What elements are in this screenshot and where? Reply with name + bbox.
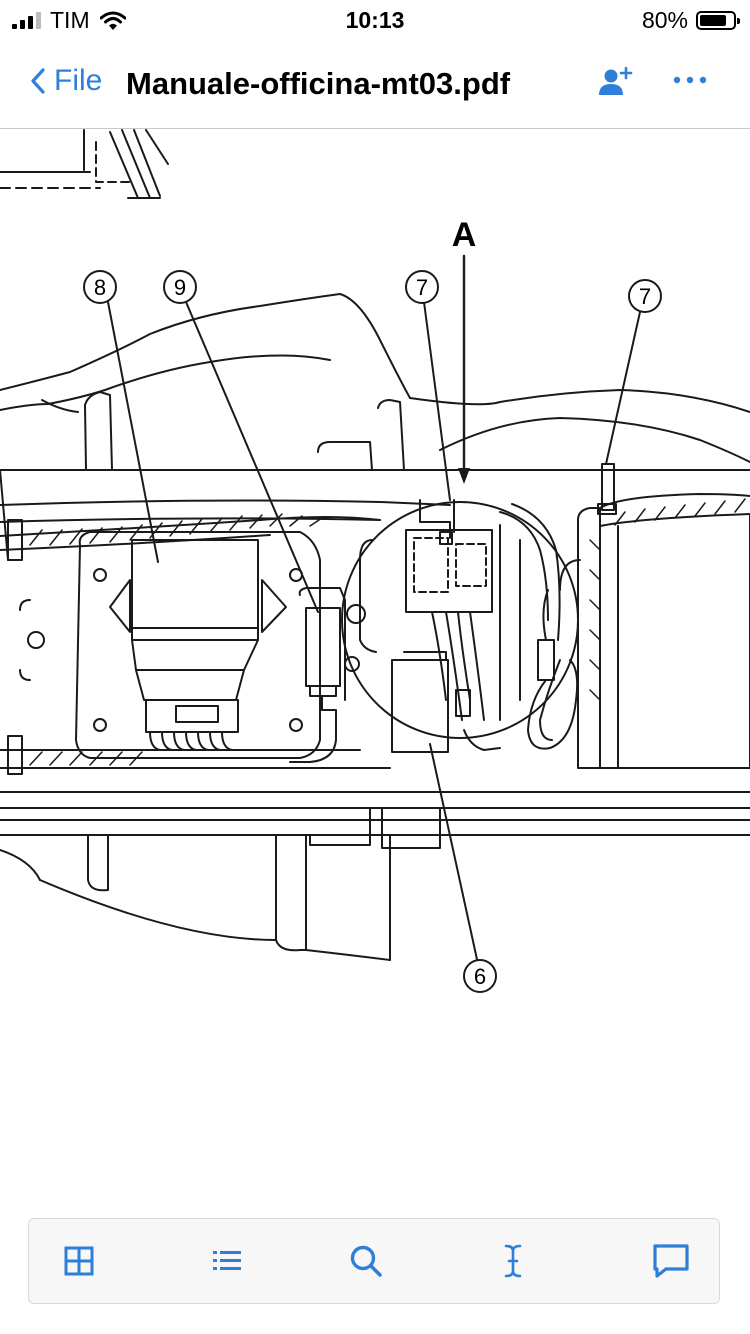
document-title: Manuale-officina-mt03.pdf bbox=[126, 66, 511, 101]
battery-fill bbox=[700, 15, 726, 26]
callout-label: 7 bbox=[639, 284, 651, 309]
battery-icon bbox=[696, 11, 740, 30]
callout-label: 9 bbox=[174, 275, 186, 300]
search-icon bbox=[350, 1245, 382, 1277]
list-button[interactable] bbox=[205, 1239, 249, 1283]
callout-label: 6 bbox=[474, 964, 486, 989]
wifi-icon bbox=[99, 11, 126, 30]
callout-label: 8 bbox=[94, 275, 106, 300]
status-bar: TIM 10:13 80% bbox=[0, 0, 750, 42]
chevron-left-icon bbox=[31, 68, 45, 94]
ellipsis-icon bbox=[673, 76, 707, 84]
comment-icon bbox=[653, 1244, 689, 1278]
add-person-button[interactable] bbox=[598, 66, 634, 103]
callout-7-right: 7 bbox=[628, 279, 662, 313]
back-button[interactable]: File bbox=[30, 64, 102, 98]
detail-label-a: A bbox=[452, 216, 477, 254]
text-cursor-icon bbox=[504, 1244, 522, 1278]
callout-8: 8 bbox=[83, 270, 117, 304]
pdf-page-drawing[interactable]: A 8 9 7 7 6 bbox=[0, 129, 750, 1209]
search-button[interactable] bbox=[344, 1239, 388, 1283]
callout-7-left: 7 bbox=[405, 270, 439, 304]
comment-button[interactable] bbox=[649, 1239, 693, 1283]
list-icon bbox=[213, 1251, 241, 1270]
more-button[interactable] bbox=[672, 72, 708, 90]
back-label: File bbox=[54, 64, 103, 97]
status-left: TIM bbox=[12, 7, 126, 34]
add-person-icon bbox=[599, 66, 633, 95]
carrier-name: TIM bbox=[50, 7, 90, 33]
navigation-bar: File Manuale-officina-mt03.pdf bbox=[0, 42, 750, 129]
bottom-toolbar bbox=[28, 1218, 720, 1304]
grid-icon bbox=[64, 1246, 94, 1276]
clock: 10:13 bbox=[345, 7, 405, 33]
callout-label: 7 bbox=[416, 275, 428, 300]
technical-diagram: A 8 9 7 7 6 bbox=[0, 129, 750, 993]
cellular-signal-icon bbox=[12, 12, 41, 29]
status-right: 80% bbox=[641, 7, 740, 34]
callout-9: 9 bbox=[163, 270, 197, 304]
text-selection-button[interactable] bbox=[491, 1239, 535, 1283]
battery-percent: 80% bbox=[641, 7, 688, 33]
grid-button[interactable] bbox=[57, 1239, 101, 1283]
callout-6: 6 bbox=[463, 959, 497, 993]
